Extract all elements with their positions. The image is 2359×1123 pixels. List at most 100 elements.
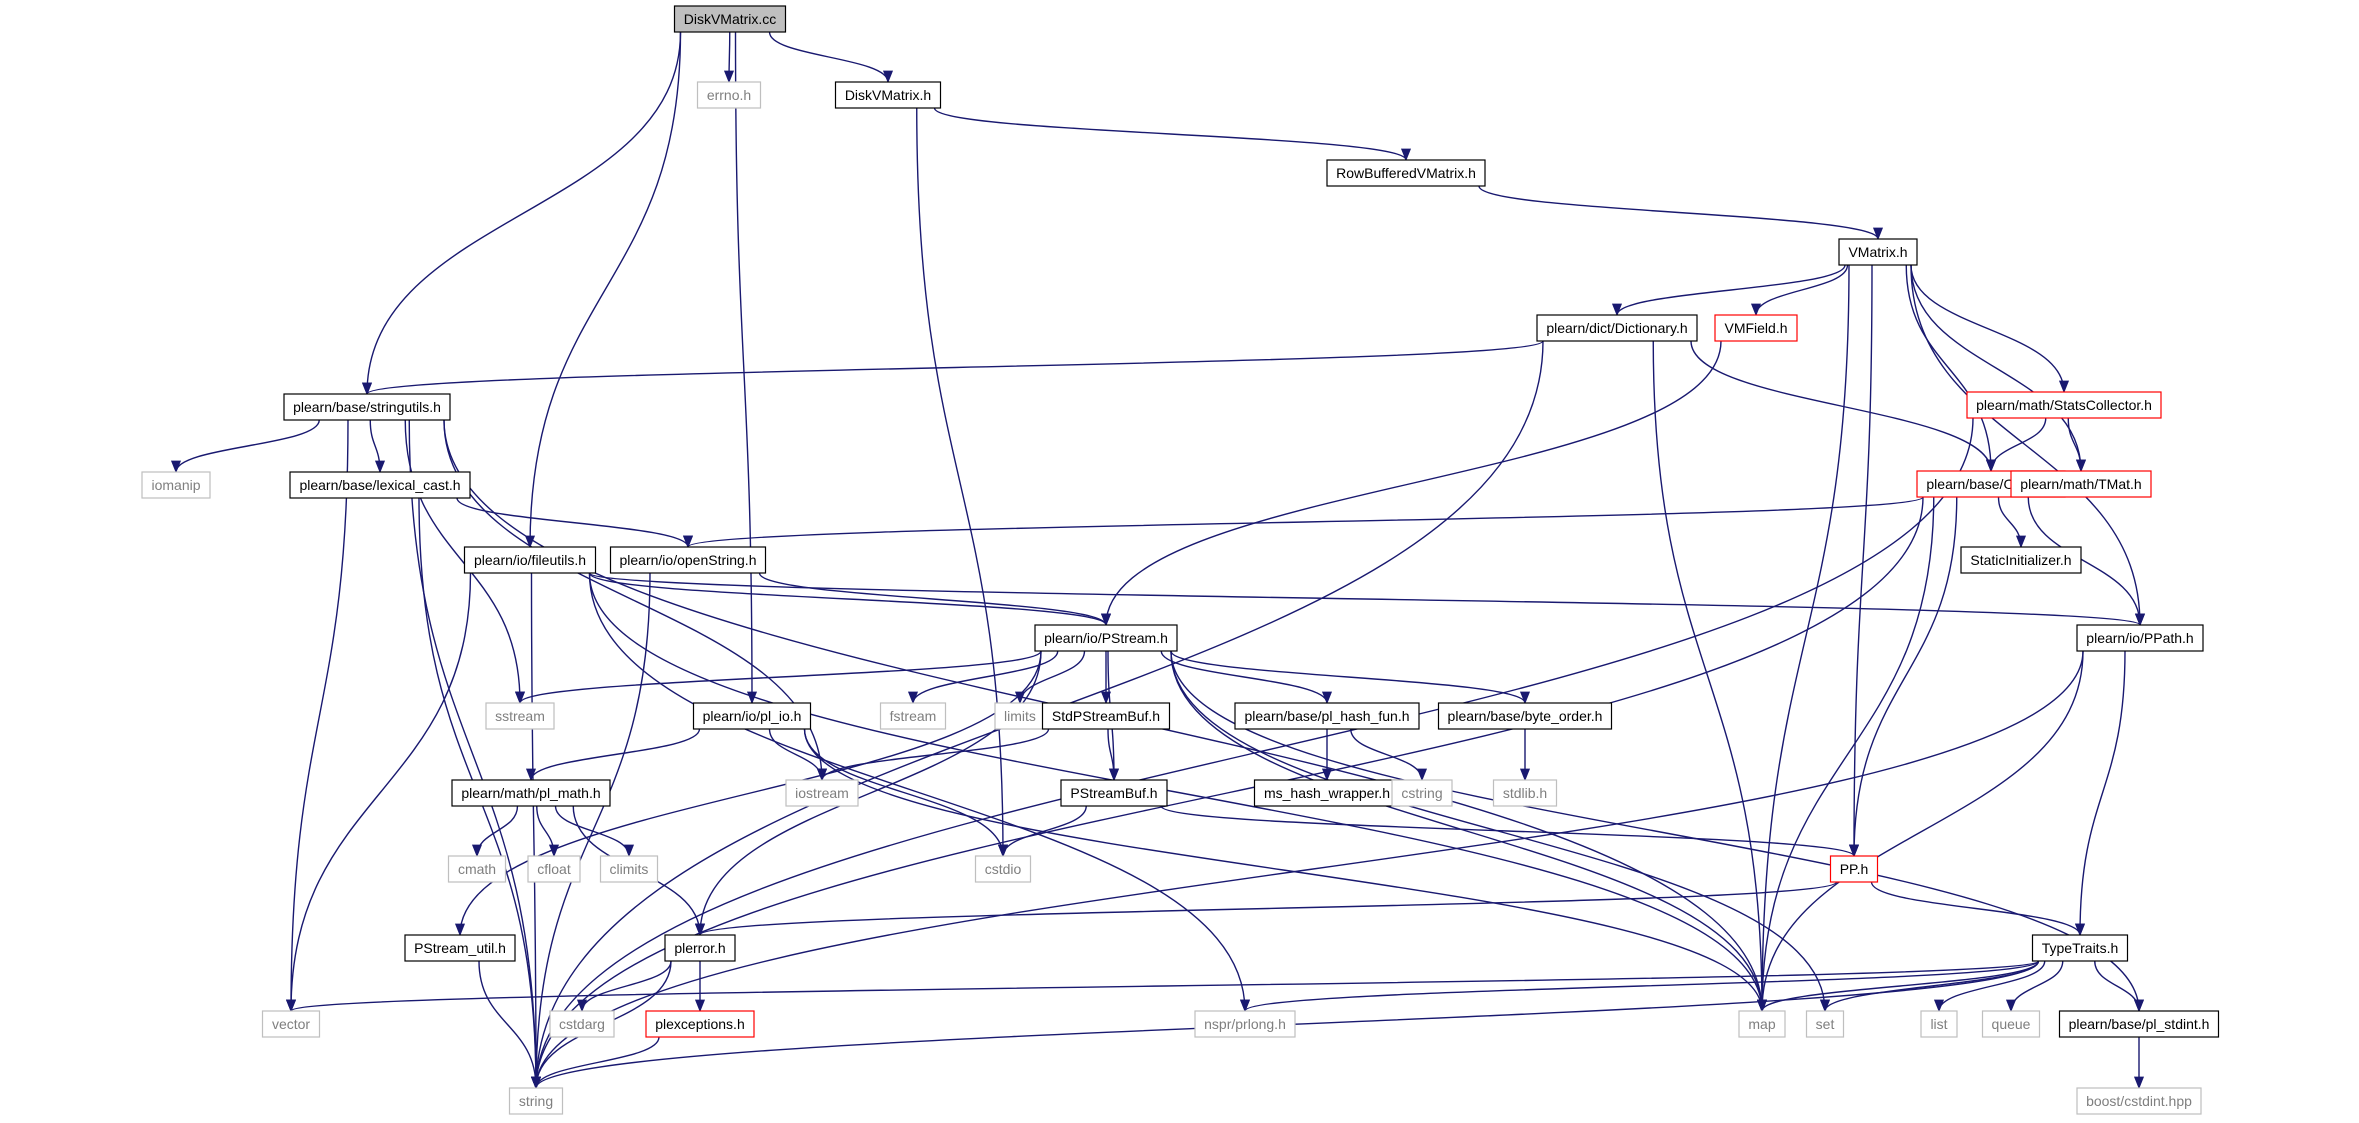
node-label: PStream_util.h [414,940,506,956]
node-pstream[interactable]: plearn/io/PStream.h [1034,624,1178,652]
node-plerror[interactable]: plerror.h [664,934,736,962]
edge-hashfun-to-cstring [1350,728,1428,782]
node-label: plearn/base/stringutils.h [293,399,441,415]
node-plexceptions[interactable]: plexceptions.h [645,1010,755,1038]
edge-dictionary-to-object [1690,340,1996,473]
node-cstdio: cstdio [974,855,1032,883]
edge-diskvm_h-to-rowbuf [933,107,1411,162]
edge-object-to-map [1756,496,1935,1013]
node-pl_io[interactable]: plearn/io/pl_io.h [692,702,812,730]
edge-pp-to-typetraits [1870,881,2085,937]
node-label: iomanip [151,477,200,493]
node-hashfun[interactable]: plearn/base/pl_hash_fun.h [1234,702,1420,730]
node-string: string [508,1087,564,1115]
edge-dictionary-to-map [1652,340,1768,1013]
node-label: plearn/math/pl_math.h [461,785,600,801]
edge-pl_math-to-climits [554,805,635,858]
edge-pstreamutil-to-string [478,960,542,1090]
node-lexical[interactable]: plearn/base/lexical_cast.h [289,471,471,499]
node-psbuf[interactable]: PStreamBuf.h [1060,779,1168,807]
node-openstring[interactable]: plearn/io/openString.h [609,546,767,574]
node-plstdint[interactable]: plearn/base/pl_stdint.h [2058,1010,2220,1038]
node-label: boost/cstdint.hpp [2086,1093,2192,1109]
edge-pl_math-to-cfloat [536,805,560,858]
node-label: plearn/io/PPath.h [2086,630,2193,646]
node-ppath[interactable]: plearn/io/PPath.h [2076,624,2204,652]
node-tmat[interactable]: plearn/math/TMat.h [2010,470,2152,498]
edge-pstream-to-fstream [908,650,1059,705]
node-root[interactable]: DiskVMatrix.cc [673,5,787,33]
node-queue: queue [1981,1010,2041,1038]
node-label: DiskVMatrix.h [845,87,931,103]
edge-stdpsbuf-to-psbuf [1107,728,1120,782]
edge-ppath-to-map [1756,650,2084,1013]
node-label: climits [610,861,649,877]
node-diskvm_h[interactable]: DiskVMatrix.h [834,81,942,109]
node-label: fstream [890,708,937,724]
node-fstream: fstream [879,702,947,730]
node-label: plearn/math/StatsCollector.h [1976,397,2152,413]
node-pstreamutil[interactable]: PStream_util.h [404,934,516,962]
edge-typetraits-to-prlong [1240,960,2040,1013]
node-label: cmath [458,861,496,877]
node-label: nspr/prlong.h [1204,1016,1286,1032]
node-label: plerror.h [674,940,725,956]
node-cstdint: boost/cstdint.hpp [2076,1087,2202,1115]
node-stringutils[interactable]: plearn/base/stringutils.h [283,393,451,421]
edge-fileutils-to-string [530,572,542,1090]
node-vector: vector [261,1010,321,1038]
edge-vmatrix-to-map [1756,264,1850,1013]
node-rowbuf[interactable]: RowBufferedVMatrix.h [1326,159,1486,187]
node-stdpsbuf[interactable]: StdPStreamBuf.h [1041,702,1171,730]
node-label: PP.h [1840,861,1869,877]
node-label: plearn/base/pl_hash_fun.h [1244,708,1409,724]
node-label: VMField.h [1724,320,1787,336]
edge-stringutils-to-vector [285,419,349,1013]
node-label: map [1748,1016,1775,1032]
node-iomanip: iomanip [141,471,211,499]
edge-typetraits-to-vector [286,960,2040,1013]
node-pl_math[interactable]: plearn/math/pl_math.h [451,779,611,807]
node-pp[interactable]: PP.h [1829,855,1879,883]
edge-fileutils-to-pstream [588,572,1111,627]
edge-typetraits-to-queue [2005,960,2064,1013]
node-vmfield[interactable]: VMField.h [1714,314,1798,342]
edge-object-to-staticinit [1997,496,2027,549]
node-label: plexceptions.h [655,1016,745,1032]
edge-object-to-string [531,496,1924,1090]
edge-pstream-to-limits [1014,650,1086,705]
node-cfloat: cfloat [527,855,581,883]
node-mshash[interactable]: ms_hash_wrapper.h [1253,779,1401,807]
edge-root-to-pl_io [734,31,758,705]
edge-ppath-to-string [531,650,2084,1090]
node-byteorder[interactable]: plearn/base/byte_order.h [1437,702,1613,730]
edge-pl_math-to-cmath [471,805,519,858]
node-label: list [1930,1016,1947,1032]
edge-object-to-ppath [2027,496,2146,627]
node-statscoll[interactable]: plearn/math/StatsCollector.h [1966,391,2162,419]
node-staticinit[interactable]: StaticInitializer.h [1960,546,2082,574]
node-vmatrix[interactable]: VMatrix.h [1838,238,1918,266]
node-label: errno.h [707,87,751,103]
node-fileutils[interactable]: plearn/io/fileutils.h [463,546,597,574]
edge-psbuf-to-pp [1160,805,1859,858]
node-cstdarg: cstdarg [549,1010,615,1038]
node-dictionary[interactable]: plearn/dict/Dictionary.h [1536,314,1698,342]
node-stdlib: stdlib.h [1492,779,1558,807]
edge-openstring-to-string [530,572,651,1090]
edge-stringutils-to-lexical [369,419,386,474]
node-label: plearn/io/PStream.h [1044,630,1168,646]
node-typetraits[interactable]: TypeTraits.h [2031,934,2129,962]
node-label: StaticInitializer.h [1970,552,2071,568]
nodes-layer: DiskVMatrix.cc errno.h DiskVMatrix.hRowBuf… [141,5,2220,1115]
node-label: TypeTraits.h [2042,940,2119,956]
edge-plexceptions-to-string [531,1036,660,1090]
node-label: ms_hash_wrapper.h [1264,785,1390,801]
node-label: vector [272,1016,310,1032]
node-label: StdPStreamBuf.h [1052,708,1160,724]
edge-fileutils-to-ppath [588,572,2145,627]
edge-typetraits-to-list [1934,960,2046,1013]
node-label: DiskVMatrix.cc [684,11,777,27]
node-label: sstream [495,708,545,724]
node-prlong: nspr/prlong.h [1194,1010,1296,1038]
